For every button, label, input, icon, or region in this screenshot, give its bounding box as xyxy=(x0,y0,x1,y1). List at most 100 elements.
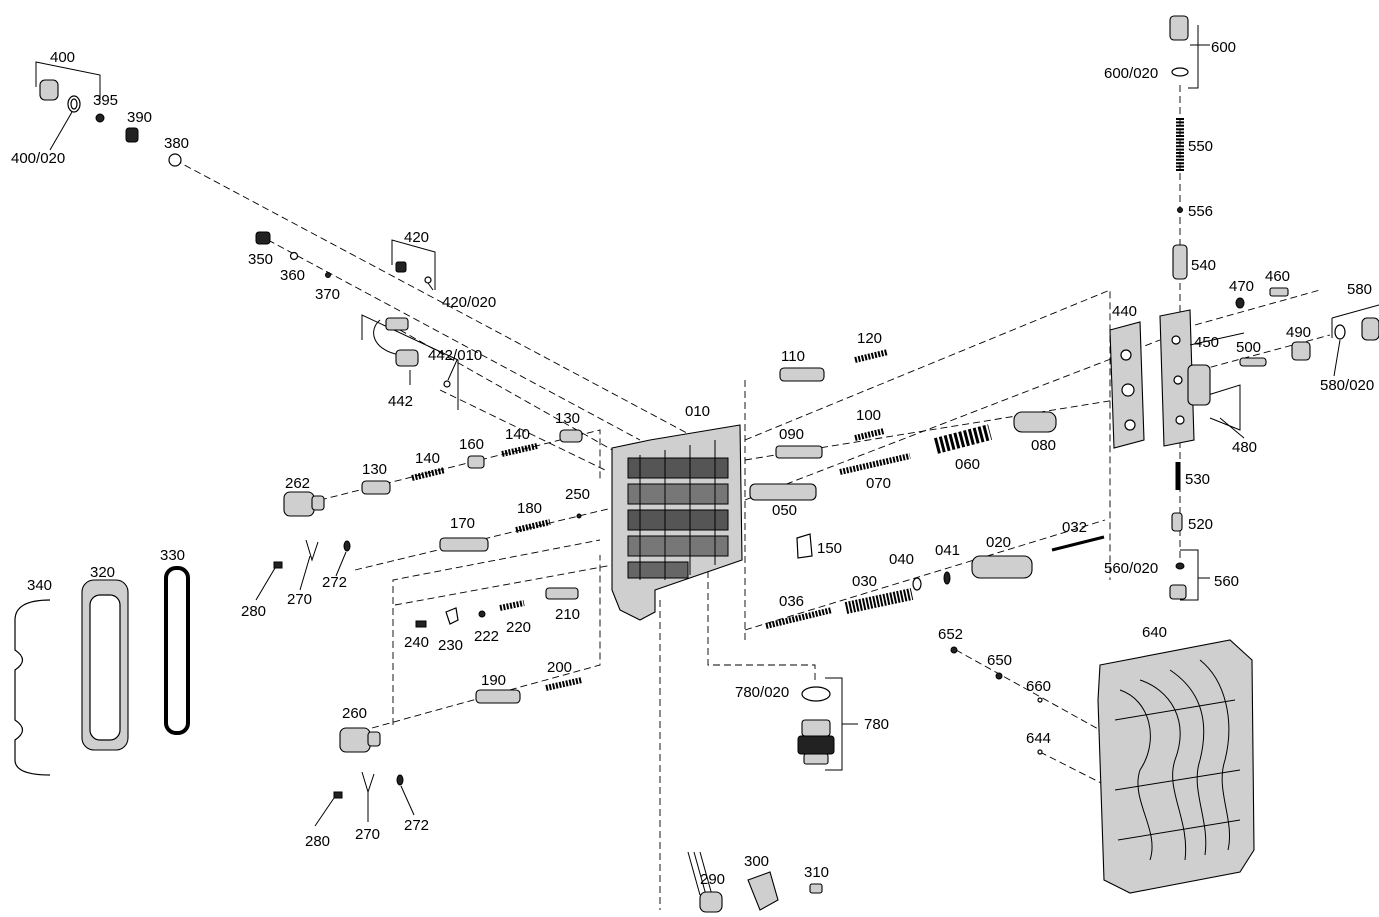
label-310: 310 xyxy=(804,864,829,881)
label-080: 080 xyxy=(1031,437,1056,454)
part-280-upper xyxy=(273,561,283,569)
label-140-lower: 140 xyxy=(415,450,440,467)
label-130-upper: 130 xyxy=(555,410,580,427)
label-400-020: 400/020 xyxy=(11,150,65,167)
label-020: 020 xyxy=(986,534,1011,551)
label-050: 050 xyxy=(772,502,797,519)
part-442 xyxy=(373,317,419,367)
label-030: 030 xyxy=(852,573,877,590)
label-272-lower: 272 xyxy=(404,817,429,834)
plug-580 xyxy=(1361,317,1379,341)
part-652 xyxy=(950,646,958,654)
spring-070 xyxy=(839,453,911,475)
part-240 xyxy=(415,620,427,628)
part-390 xyxy=(125,127,139,143)
label-110: 110 xyxy=(781,348,805,365)
label-780-020: 780/020 xyxy=(735,684,789,701)
bolt-460 xyxy=(1269,287,1289,297)
part-272-lower xyxy=(396,774,404,786)
part-160 xyxy=(467,455,485,469)
part-041 xyxy=(943,571,951,585)
label-460: 460 xyxy=(1265,268,1290,285)
spring-140-upper xyxy=(501,443,538,457)
label-390: 390 xyxy=(127,109,152,126)
leader-lines xyxy=(49,111,1341,827)
part-250 xyxy=(576,513,582,519)
part-360 xyxy=(289,251,299,261)
part-380 xyxy=(168,153,182,167)
rod-036 xyxy=(765,607,833,629)
part-230 xyxy=(445,607,459,625)
label-280-upper: 280 xyxy=(241,603,266,620)
plate-450 xyxy=(1159,309,1211,447)
cover-320 xyxy=(81,579,129,751)
label-340: 340 xyxy=(27,577,52,594)
part-660 xyxy=(1037,697,1043,703)
label-280-lower: 280 xyxy=(305,833,330,850)
pin-500 xyxy=(1239,357,1267,367)
label-440: 440 xyxy=(1112,303,1137,320)
part-650 xyxy=(995,672,1003,680)
label-070: 070 xyxy=(866,475,891,492)
part-395 xyxy=(95,113,105,123)
label-262: 262 xyxy=(285,475,310,492)
part-150 xyxy=(796,533,813,559)
part-050 xyxy=(749,483,817,501)
sleeve-080 xyxy=(1013,411,1057,433)
label-644: 644 xyxy=(1026,730,1051,747)
label-550: 550 xyxy=(1188,138,1213,155)
plug-560 xyxy=(1169,584,1187,600)
bracket-300 xyxy=(747,871,779,911)
label-140-upper: 140 xyxy=(505,426,530,443)
label-272-upper: 272 xyxy=(322,574,347,591)
part-470 xyxy=(1235,297,1245,309)
label-170: 170 xyxy=(450,515,475,532)
part-170 xyxy=(439,537,489,552)
label-200: 200 xyxy=(547,659,572,676)
label-040: 040 xyxy=(889,551,914,568)
part-350 xyxy=(255,231,271,245)
part-130-lower xyxy=(361,480,391,495)
label-180: 180 xyxy=(517,500,542,517)
part-190 xyxy=(475,689,521,704)
label-120: 120 xyxy=(857,330,882,347)
label-580: 580 xyxy=(1347,281,1372,298)
part-270-upper xyxy=(305,539,319,562)
label-350: 350 xyxy=(248,251,273,268)
label-100: 100 xyxy=(856,407,881,424)
part-370 xyxy=(325,272,331,278)
label-640: 640 xyxy=(1142,624,1167,641)
part-090 xyxy=(775,445,823,459)
callout-labels: 400 400/020 395 390 380 350 360 370 420 … xyxy=(11,39,1374,888)
part-272-upper xyxy=(343,540,351,552)
housing-640 xyxy=(1097,639,1255,894)
label-250: 250 xyxy=(565,486,590,503)
label-300: 300 xyxy=(744,853,769,870)
part-400 xyxy=(39,79,81,113)
label-160: 160 xyxy=(459,436,484,453)
label-652: 652 xyxy=(938,626,963,643)
label-470: 470 xyxy=(1229,278,1254,295)
label-600: 600 xyxy=(1211,39,1236,56)
plug-600 xyxy=(1169,15,1189,41)
spring-180 xyxy=(515,519,551,533)
label-530: 530 xyxy=(1185,471,1210,488)
label-230: 230 xyxy=(438,637,463,654)
label-222: 222 xyxy=(474,628,499,645)
label-650: 650 xyxy=(987,652,1012,669)
label-780: 780 xyxy=(864,716,889,733)
label-370: 370 xyxy=(315,286,340,303)
label-032: 032 xyxy=(1062,519,1087,536)
label-090: 090 xyxy=(779,426,804,443)
part-040 xyxy=(912,577,922,591)
spring-140-lower xyxy=(411,467,446,481)
label-556: 556 xyxy=(1188,203,1213,220)
label-360: 360 xyxy=(280,267,305,284)
label-270-lower: 270 xyxy=(355,826,380,843)
label-380: 380 xyxy=(164,135,189,152)
part-222 xyxy=(478,610,486,618)
bolt-310 xyxy=(809,883,823,894)
label-420-020: 420/020 xyxy=(442,294,496,311)
solenoid-262 xyxy=(283,491,325,517)
group-brackets xyxy=(35,25,1379,771)
